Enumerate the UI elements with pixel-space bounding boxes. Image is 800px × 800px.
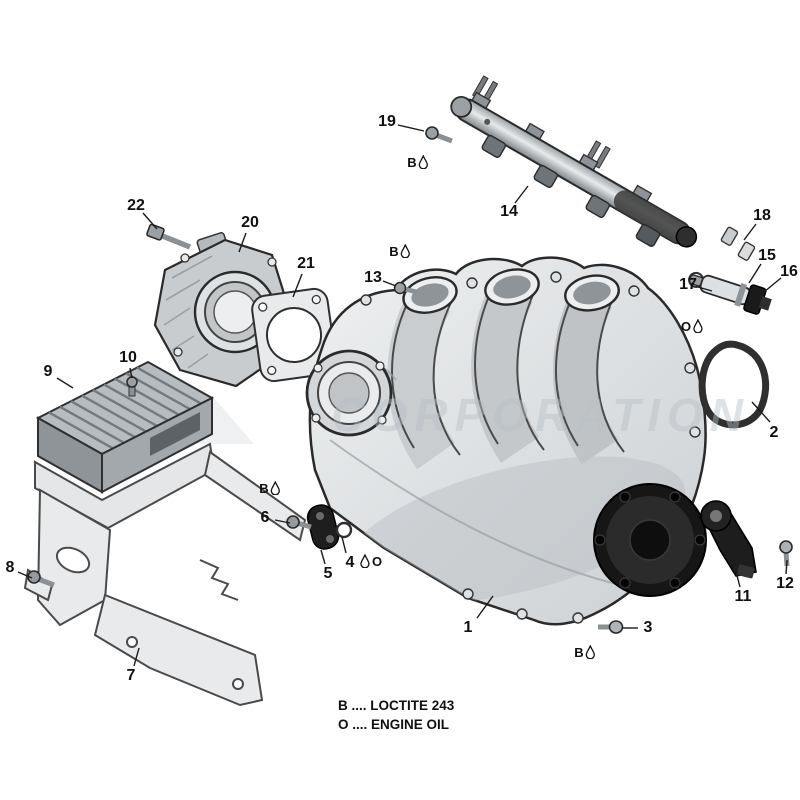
oil-droplet-icon [401,244,411,258]
plug-3 [598,620,624,634]
injector-clips-18 [720,226,756,261]
bolt-10 [126,376,138,397]
callout-20: 20 [241,214,259,231]
mounting-bracket [23,442,307,707]
callout-3: 3 [643,619,653,636]
throttle-gasket [251,287,337,383]
apply-marker-b: B [407,154,429,170]
callout-12: 12 [776,575,794,592]
callout-11: 11 [734,588,752,605]
apply-marker-letter: B [259,480,269,496]
callout-14: 14 [500,203,518,220]
callout-22: 22 [127,197,145,214]
apply-marker-b: B [574,644,596,660]
callout-17: 17 [679,276,697,293]
oil-droplet-icon [419,155,429,169]
callout-6: 6 [260,509,270,526]
oil-droplet-icon [693,319,703,333]
bolt-22 [146,223,192,250]
inlet-flange [305,349,393,437]
callout-13: 13 [364,269,382,286]
apply-marker-letter: O [680,318,692,334]
callout-16: 16 [780,263,798,280]
grommet-5 [306,504,340,550]
callout-1: 1 [463,619,473,636]
oil-droplet-icon [271,481,281,495]
apply-marker-letter: B [389,243,399,259]
bolt-12 [779,540,793,567]
bolt-13 [393,281,418,295]
outlet-flange [593,483,707,597]
apply-marker-letter: B [407,154,417,170]
callout-10: 10 [119,349,137,366]
legend: B .... LOCTITE 243 O .... ENGINE OIL [338,697,454,734]
callout-9: 9 [43,363,53,380]
oil-droplet-icon [586,645,596,659]
ecu-module [35,360,215,494]
legend-line-engine-oil: O .... ENGINE OIL [338,716,450,732]
callout-21: 21 [297,255,315,272]
fuel-rail [450,75,698,248]
callout-4: 4 [345,554,355,571]
callout-5: 5 [323,565,333,582]
apply-marker-b: B [389,243,411,259]
callout-15: 15 [758,247,776,264]
legend-line-loctite: B .... LOCTITE 243 [338,698,455,713]
apply-marker-letter: O [371,553,383,569]
apply-marker-o: O [360,554,382,568]
callout-8: 8 [5,559,15,576]
throttle-body [153,232,288,388]
apply-marker-o: O [681,319,703,333]
fuel-injector [688,271,772,315]
callout-7: 7 [126,667,136,684]
washer-4 [335,521,353,539]
o-ring-2 [698,340,770,429]
callout-2: 2 [769,424,779,441]
intake-manifold [305,256,707,626]
oil-droplet-icon [360,554,370,568]
bolt-19 [425,126,453,144]
callout-19: 19 [378,113,396,130]
apply-marker-b: B [259,480,281,496]
sensor-11 [700,500,757,579]
callout-18: 18 [753,207,771,224]
apply-marker-letter: B [574,644,584,660]
